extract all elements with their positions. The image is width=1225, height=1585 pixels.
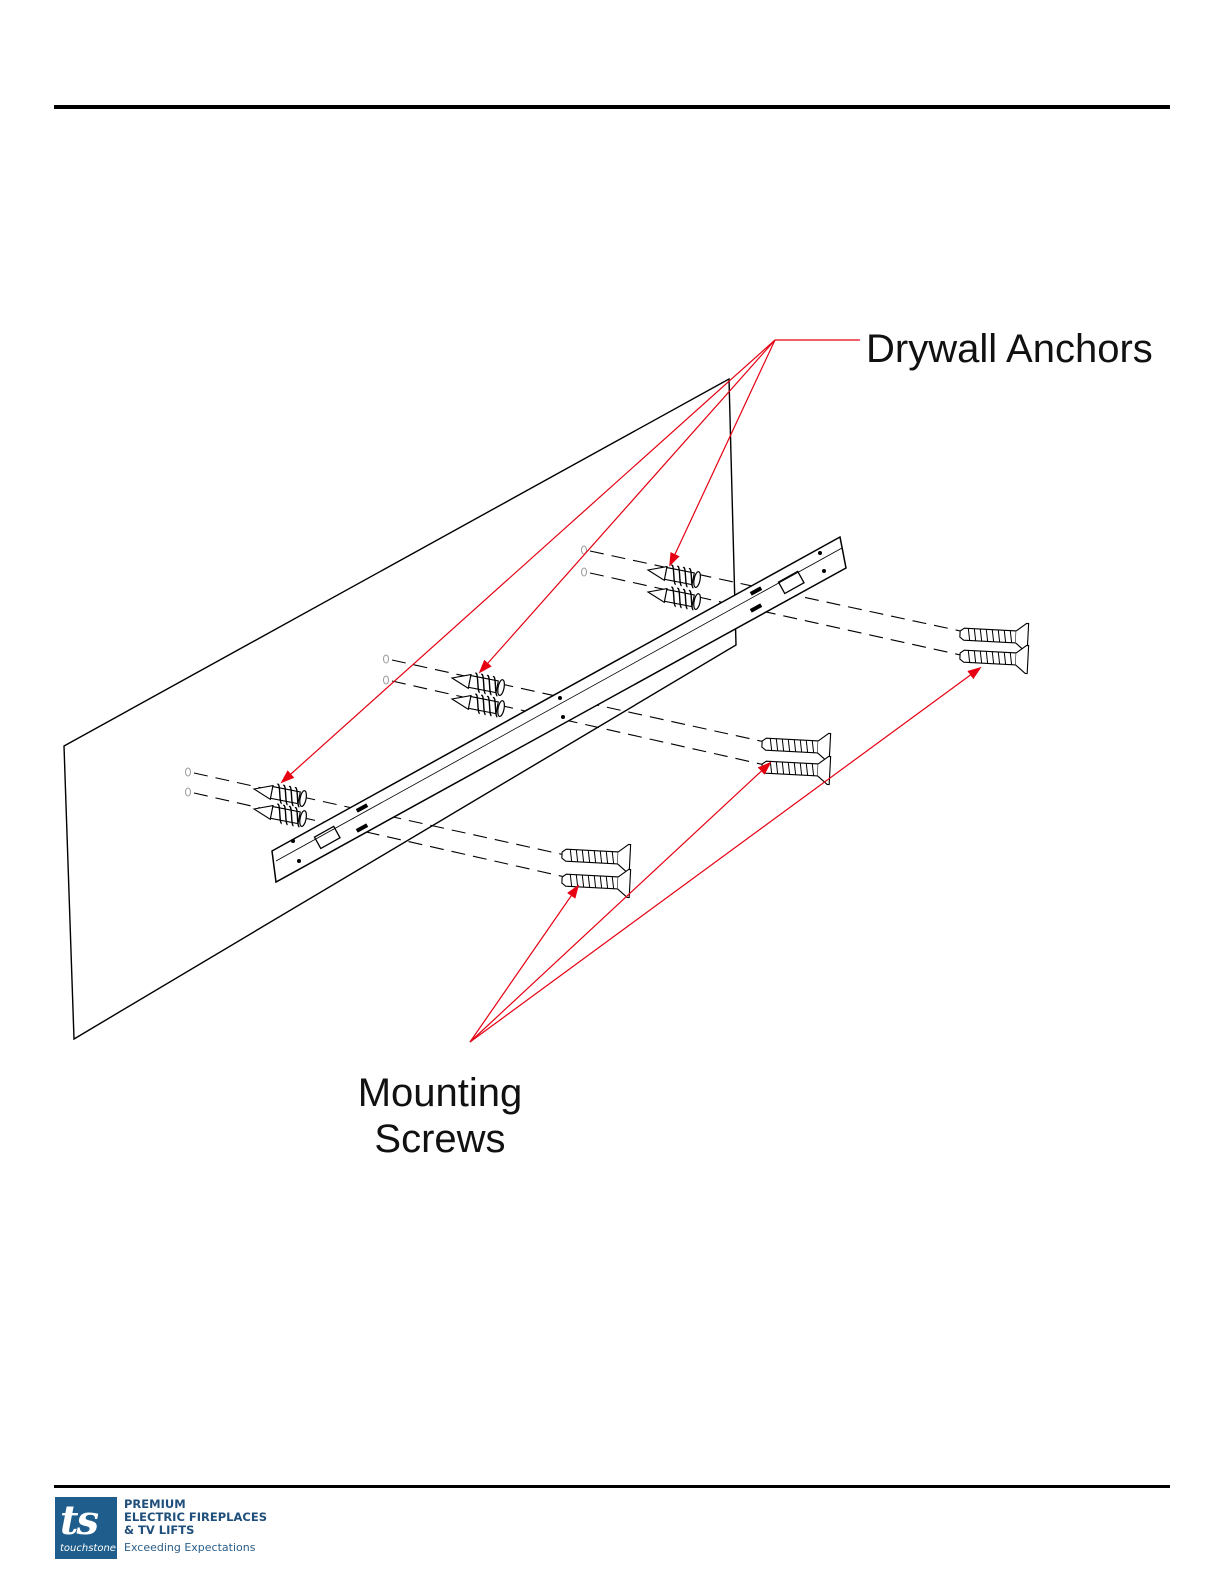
mounting-screw xyxy=(561,866,630,898)
touchstone-logo: ts touchstone xyxy=(55,1497,117,1559)
footer-tagline: PREMIUM ELECTRIC FIREPLACES & TV LIFTS E… xyxy=(124,1498,267,1556)
mounting-screw xyxy=(959,620,1028,652)
logo-mark: ts xyxy=(60,1499,97,1543)
drywall-anchors-label: Drywall Anchors xyxy=(866,326,1153,372)
slogan: Exceeding Expectations xyxy=(124,1540,267,1556)
mounting-screw xyxy=(761,753,830,785)
drywall-anchor xyxy=(450,669,506,697)
wall-panel xyxy=(64,379,736,1039)
drywall-anchors xyxy=(252,561,702,828)
mounting-screw xyxy=(561,841,630,873)
footer-rule xyxy=(54,1485,1170,1488)
mounting-screw xyxy=(761,730,830,762)
wall-mount-diagram xyxy=(0,0,1225,1480)
mounting-screws-label: Mounting Screws xyxy=(340,1070,540,1162)
logo-wordmark: touchstone xyxy=(60,1543,116,1555)
mounting-screws-label-line2: Screws xyxy=(340,1116,540,1162)
wall-holes xyxy=(186,546,587,796)
tagline-line-3: & TV LIFTS xyxy=(124,1524,267,1537)
mounting-bracket xyxy=(272,537,846,882)
mounting-screw xyxy=(959,642,1028,674)
mounting-screws-label-line1: Mounting xyxy=(340,1070,540,1116)
drywall-anchor xyxy=(252,780,308,808)
